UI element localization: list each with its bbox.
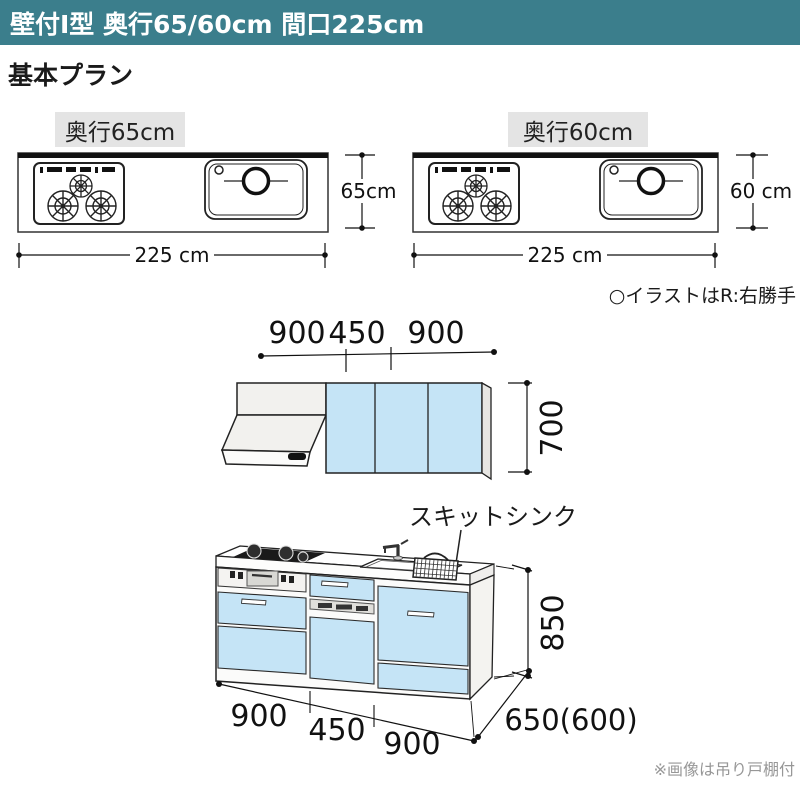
section-title: 基本プラン bbox=[8, 61, 134, 90]
drawer bbox=[377, 585, 469, 667]
drawer bbox=[217, 625, 307, 675]
plan-label-depth60: 奥行60cm bbox=[508, 112, 648, 147]
wall-width-right: 900 bbox=[407, 316, 465, 351]
top-view-60 bbox=[411, 152, 768, 268]
page-title: 壁付I型 奥行65/60cm 間口225cm bbox=[10, 9, 425, 39]
dim-label-width-65: 225 cm bbox=[130, 243, 214, 267]
hood-handle bbox=[288, 453, 306, 460]
dim-base-height bbox=[493, 564, 533, 679]
wall-cabinet-doors bbox=[325, 382, 483, 474]
dim-label-depth-60: 60 cm bbox=[729, 179, 793, 203]
wall-cabinet-drawing bbox=[220, 347, 532, 481]
wall-width-middle: 450 bbox=[328, 316, 386, 351]
drainer-basket-icon bbox=[412, 552, 459, 581]
dim-wall-widths bbox=[260, 347, 495, 372]
base-width-middle: 450 bbox=[308, 713, 366, 748]
drawer bbox=[309, 616, 375, 685]
page-header: 壁付I型 奥行65/60cm 間口225cm bbox=[0, 0, 800, 45]
base-width-right: 900 bbox=[383, 727, 441, 762]
base-width-left: 900 bbox=[230, 699, 288, 734]
dim-label-depth-65: 65cm bbox=[340, 179, 397, 203]
faucet-icon bbox=[382, 539, 409, 561]
wall-height-label: 700 bbox=[535, 399, 570, 457]
grill-door bbox=[246, 570, 279, 587]
dim-label-width-60: 225 cm bbox=[523, 243, 607, 267]
cabinet-side-panel bbox=[469, 574, 495, 701]
base-height-label: 850 bbox=[536, 594, 571, 652]
base-cabinet-drawing bbox=[215, 529, 533, 744]
drawer bbox=[217, 591, 307, 630]
sink-name-label: スキットシンク bbox=[409, 503, 577, 531]
drawer bbox=[377, 662, 469, 695]
plan-label-depth65: 奥行65cm bbox=[55, 112, 185, 147]
dim-base-depth bbox=[477, 669, 530, 738]
top-view-65 bbox=[16, 152, 375, 268]
footnote: ※画像は吊り戸棚付 bbox=[653, 760, 795, 779]
drawer bbox=[309, 574, 375, 602]
dim-wall-height bbox=[508, 382, 532, 473]
right-hand-note: ○イラストはR:右勝手 bbox=[608, 285, 796, 307]
base-depth-label: 650(600) bbox=[504, 703, 638, 737]
range-hood bbox=[220, 414, 328, 453]
wall-width-left: 900 bbox=[268, 316, 326, 351]
dim-base-widths bbox=[218, 683, 475, 742]
hood-upper-box bbox=[236, 382, 327, 416]
